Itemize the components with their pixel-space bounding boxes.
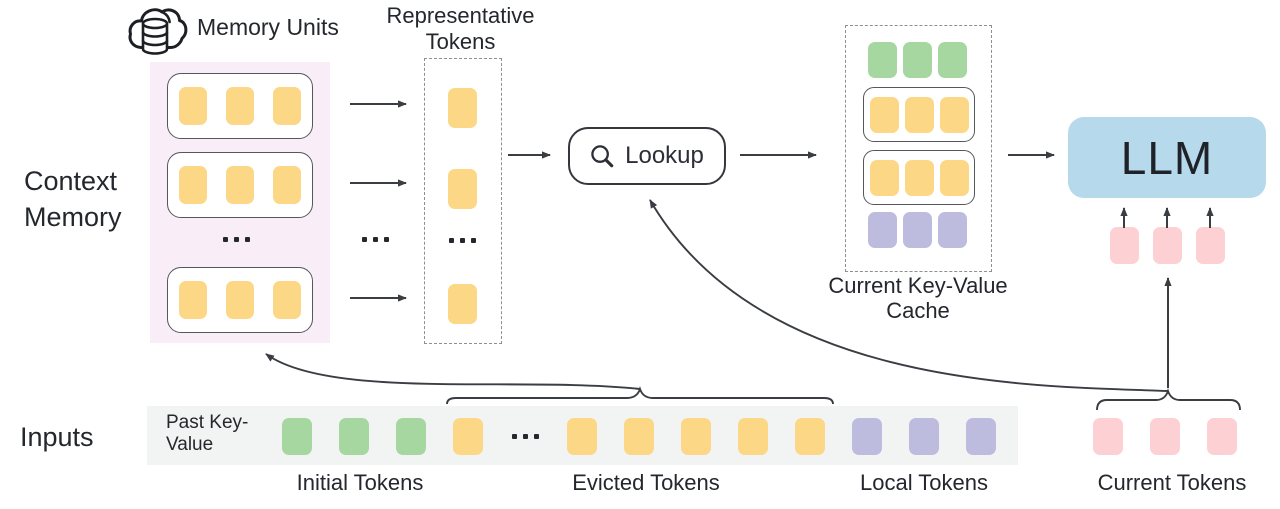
evicted-token <box>738 418 768 455</box>
cache-token <box>939 159 969 196</box>
ellipsis <box>449 238 476 243</box>
initial-token <box>396 418 426 455</box>
llm-label: LLM <box>1120 131 1214 184</box>
local-token <box>852 418 882 455</box>
current-token <box>1196 227 1225 264</box>
llm-box: LLM <box>1068 117 1266 198</box>
representative-token <box>448 169 477 209</box>
representative-tokens-title: Representative Tokens <box>386 3 535 54</box>
evicted-token <box>567 418 597 455</box>
initial-tokens-label: Initial Tokens <box>296 470 424 495</box>
evicted-tokens-brace <box>446 386 834 405</box>
memory-unit-row <box>167 73 313 139</box>
memory-unit-row <box>167 267 313 333</box>
cache-token <box>868 212 897 248</box>
memory-token <box>226 281 254 319</box>
current-token <box>1150 418 1180 455</box>
evicted-tokens-label: Evicted Tokens <box>572 470 720 495</box>
memory-token <box>273 166 301 204</box>
cache-row-local <box>868 212 967 248</box>
inputs-label: Inputs <box>20 422 94 452</box>
initial-token <box>339 418 369 455</box>
representative-token <box>448 284 477 324</box>
current-tokens-label: Current Tokens <box>1097 470 1247 495</box>
cache-token <box>938 42 967 78</box>
cache-token <box>938 212 967 248</box>
evicted-token <box>795 418 825 455</box>
cache-token <box>939 96 969 133</box>
memory-units-title: Memory Units <box>197 14 339 40</box>
representative-tokens-box <box>424 58 502 344</box>
past-kv-token-sequence <box>282 418 996 455</box>
memory-token <box>179 166 207 204</box>
current-token <box>1093 418 1123 455</box>
memory-token <box>226 87 254 125</box>
context-memory-label: Context Memory <box>24 166 122 232</box>
representative-token <box>448 88 477 128</box>
memory-token <box>273 281 301 319</box>
ellipsis <box>223 237 250 242</box>
memory-unit-row <box>167 152 313 218</box>
current-token <box>1207 418 1237 455</box>
evicted-token <box>453 418 483 455</box>
lookup-button: Lookup <box>568 127 726 185</box>
ellipsis <box>510 434 540 439</box>
arrow-evicted-to-memory <box>265 353 641 390</box>
lookup-label: Lookup <box>625 142 704 169</box>
cache-row-evicted-box <box>863 150 975 205</box>
memory-token <box>179 281 207 319</box>
memory-token <box>226 166 254 204</box>
current-token <box>1153 227 1182 264</box>
llm-current-tokens <box>1110 227 1225 264</box>
local-token <box>909 418 939 455</box>
search-icon <box>591 144 614 167</box>
cache-row-evicted-box <box>863 87 975 142</box>
cache-token <box>868 42 897 78</box>
cache-token <box>903 212 932 248</box>
cache-row-initial <box>868 42 967 78</box>
local-tokens-label: Local Tokens <box>859 470 989 495</box>
current-kv-cache-title: Current Key-Value Cache <box>828 273 1008 323</box>
cache-token <box>869 159 899 196</box>
ellipsis <box>362 237 389 242</box>
cache-token <box>904 96 934 133</box>
cache-token <box>903 42 932 78</box>
cache-token <box>904 159 934 196</box>
current-token-sequence <box>1093 418 1237 455</box>
cache-token <box>869 96 899 133</box>
evicted-token <box>681 418 711 455</box>
memory-token <box>273 87 301 125</box>
current-tokens-brace <box>1096 387 1241 411</box>
past-key-value-label: Past Key-Value <box>166 412 249 455</box>
current-token <box>1110 227 1139 264</box>
memory-token <box>179 87 207 125</box>
evicted-token <box>624 418 654 455</box>
cloud-database-icon <box>128 8 188 55</box>
initial-token <box>282 418 312 455</box>
local-token <box>966 418 996 455</box>
